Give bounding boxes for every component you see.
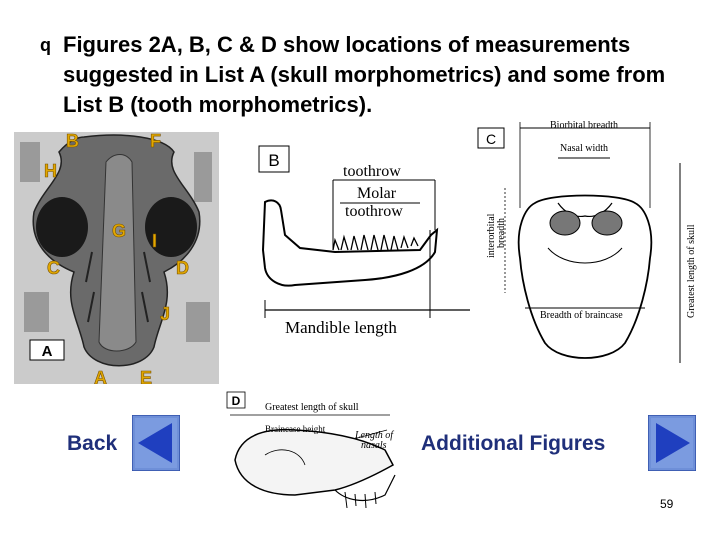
page-number: 59: [660, 497, 674, 511]
figure-d-panel-label: D: [232, 394, 241, 408]
label-breadth-braincase: Breadth of braincase: [540, 310, 623, 321]
figure-b-panel-label: B: [268, 151, 279, 170]
left-arrow-icon: [138, 423, 172, 463]
label-length-nasals: Length of: [354, 430, 394, 441]
back-button[interactable]: [132, 415, 180, 471]
label-toothrow: toothrow: [343, 163, 401, 180]
marker-f: F: [150, 132, 161, 151]
marker-i: I: [152, 231, 157, 251]
additional-figures-button[interactable]: [648, 415, 696, 471]
label-nasal-width: Nasal width: [560, 143, 608, 154]
label-mandible-length: Mandible length: [285, 318, 397, 337]
figure-c-skull-dorsal-diagram: C Biorbital breadth Nasal width Breadth …: [477, 120, 697, 363]
figure-c-panel-label: C: [486, 131, 496, 147]
slide-title: q Figures 2A, B, C & D show locations of…: [40, 30, 700, 120]
bullet-icon: q: [40, 35, 51, 55]
marker-c: C: [47, 258, 60, 278]
label-braincase-height: Braincase height: [265, 424, 326, 434]
marker-e: E: [140, 368, 152, 384]
figure-d-skull-lateral-diagram: D Greatest length of skull Braincase hei…: [226, 391, 396, 509]
marker-d: D: [176, 258, 189, 278]
label-molar: Molar: [357, 185, 397, 202]
label-interorbital-breadth: breadth: [496, 218, 507, 248]
additional-figures-label[interactable]: Additional Figures: [421, 432, 606, 455]
marker-j: J: [160, 304, 170, 324]
label-interorbital: interorbital: [486, 213, 497, 258]
marker-g: G: [112, 221, 126, 241]
marker-a: A: [94, 368, 107, 384]
title-text: Figures 2A, B, C & D show locations of m…: [63, 32, 666, 117]
label-greatest-length: Greatest length of skull: [686, 224, 697, 318]
label-biorbital-breadth: Biorbital breadth: [550, 120, 618, 131]
back-label[interactable]: Back: [67, 432, 118, 455]
figure-a-skull-photo: A B F H G I C D J A E: [14, 132, 219, 384]
label-molar-toothrow: toothrow: [345, 203, 403, 220]
figure-b-mandible-diagram: B toothrow Molar toothrow Mandible lengt…: [258, 145, 470, 337]
label-nasals: nasals: [361, 440, 387, 451]
marker-b: B: [66, 132, 79, 151]
label-greatest-length-d: Greatest length of skull: [265, 402, 359, 413]
marker-h: H: [44, 161, 57, 181]
right-arrow-icon: [656, 423, 690, 463]
figure-a-panel-label: A: [42, 343, 53, 360]
